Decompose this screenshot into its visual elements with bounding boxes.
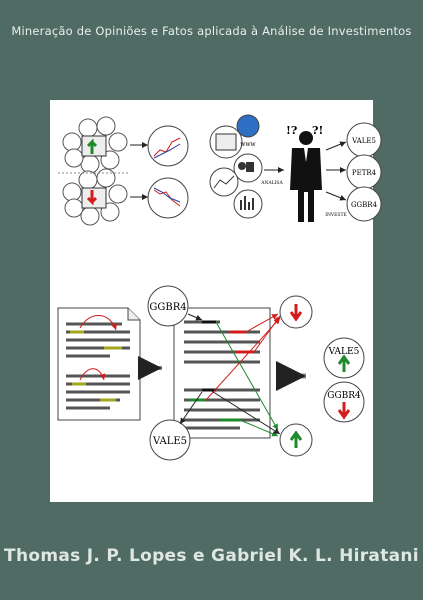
illustration-panel: www ANALISA !? ?! INVESTE VALE5 (50, 100, 382, 502)
svg-text:GGBR4: GGBR4 (149, 302, 186, 313)
ticker-vale5: VALE5 (346, 122, 382, 158)
sentiment-down-node (279, 295, 313, 329)
news-cluster-negative (62, 168, 128, 226)
svg-text:VALE5: VALE5 (328, 347, 360, 357)
svg-text:VALE5: VALE5 (152, 436, 187, 447)
svg-text:PETR4: PETR4 (352, 169, 377, 177)
news-cluster-positive (62, 116, 128, 174)
node-vale5: VALE5 (149, 419, 191, 461)
chart-up (147, 125, 189, 167)
result-vale5: VALE5 (323, 337, 365, 379)
book-title: Mineração de Opiniões e Fatos aplicada à… (11, 24, 412, 38)
svg-text:VALE5: VALE5 (351, 137, 376, 145)
analysis-box (173, 307, 271, 439)
svg-text:GGBR4: GGBR4 (351, 201, 378, 209)
sentiment-up-node (279, 423, 313, 457)
source-document (57, 307, 141, 421)
question-left: !? (286, 124, 297, 137)
analisa-label: ANALISA (260, 180, 283, 186)
investe-label: INVESTE (325, 212, 347, 218)
ticker-ggbr4: GGBR4 (346, 186, 382, 222)
result-ggbr4: GGBR4 (323, 381, 365, 423)
question-right: ?! (312, 124, 323, 137)
node-ggbr4: GGBR4 (147, 285, 189, 327)
ticker-petr4: PETR4 (346, 154, 382, 190)
svg-text:GGBR4: GGBR4 (327, 391, 361, 401)
chart-down (147, 177, 189, 219)
www-label: www (240, 141, 256, 148)
authors: Thomas J. P. Lopes e Gabriel K. L. Hirat… (4, 546, 419, 566)
investor-figure: !? ?! (286, 124, 323, 222)
sources-group: www (209, 114, 263, 219)
illustration: www ANALISA !? ?! INVESTE VALE5 (57, 114, 382, 461)
